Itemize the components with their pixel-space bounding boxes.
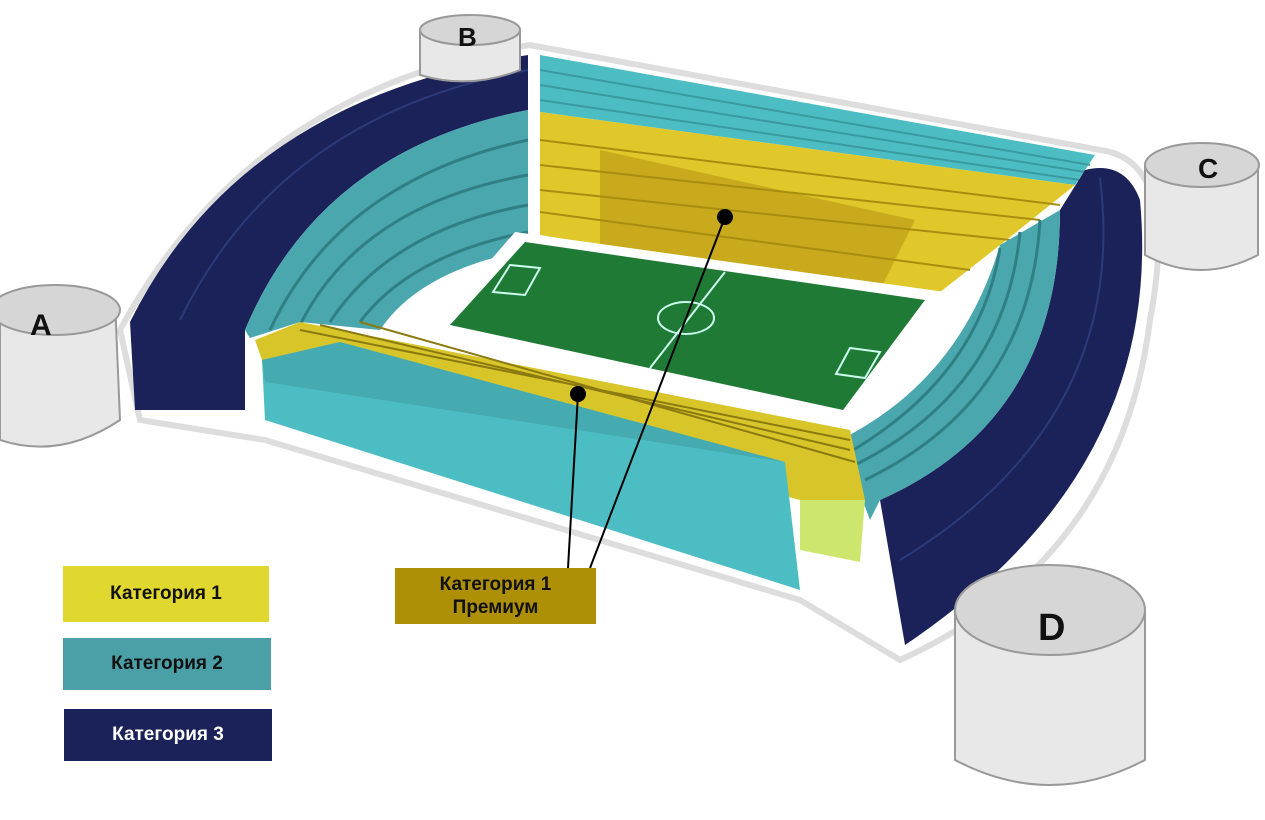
north-stand-category-2[interactable] xyxy=(540,55,1095,185)
west-stand-tier-line xyxy=(179,69,529,321)
east-stand[interactable] xyxy=(840,168,1143,645)
center-circle xyxy=(657,301,715,335)
north-stand[interactable] xyxy=(539,55,1095,300)
legend-category-1: Категория 1 xyxy=(63,566,269,622)
south-stand-side xyxy=(800,500,865,562)
legend-category-3-label: Категория 3 xyxy=(112,724,224,745)
gate-d-label: D xyxy=(1038,607,1065,649)
gate-a[interactable]: A xyxy=(0,284,122,448)
west-stand-category-3[interactable] xyxy=(130,55,528,410)
football-pitch xyxy=(430,232,945,420)
legend-category-3: Категория 3 xyxy=(64,709,272,761)
gate-d[interactable]: D xyxy=(954,564,1146,786)
gate-b[interactable]: B xyxy=(419,14,521,83)
south-stand-tier-lines xyxy=(299,321,856,463)
legend-category-1-label: Категория 1 xyxy=(110,583,222,604)
callout-line1: Категория 1 xyxy=(439,574,552,595)
legend-category-2: Категория 2 xyxy=(63,638,271,690)
west-stand-category-2[interactable] xyxy=(245,110,528,338)
callout-line-north xyxy=(589,216,726,569)
west-stand[interactable] xyxy=(130,55,529,410)
pitch-grass xyxy=(450,242,925,410)
callout-dot-north xyxy=(717,209,733,225)
callout-line2: Премиум xyxy=(452,597,539,618)
halfway-line xyxy=(649,271,726,369)
east-stand-category-3[interactable] xyxy=(880,168,1143,645)
south-stand[interactable] xyxy=(255,321,865,590)
gate-c-label: C xyxy=(1198,153,1218,184)
east-stand-tier-lines xyxy=(849,219,1042,482)
north-stand-yellow-tier-lines xyxy=(539,139,1061,271)
south-stand-top xyxy=(262,342,785,462)
gate-b-label: B xyxy=(458,22,477,52)
callout-dot-south xyxy=(570,386,586,402)
right-penalty-box xyxy=(834,346,882,380)
callout-premium-label: Категория 1 Премиум xyxy=(395,568,596,624)
south-stand-category-2[interactable] xyxy=(262,342,800,590)
gate-c[interactable]: C xyxy=(1144,142,1260,271)
north-stand-tier-lines xyxy=(539,69,1091,181)
callout-line-south xyxy=(567,393,579,569)
gate-a-label: A xyxy=(30,309,52,342)
west-stand-tier-lines xyxy=(268,138,529,331)
east-stand-tier-line xyxy=(899,177,1105,561)
left-penalty-box xyxy=(491,263,542,297)
legend-category-2-label: Категория 2 xyxy=(111,653,223,674)
